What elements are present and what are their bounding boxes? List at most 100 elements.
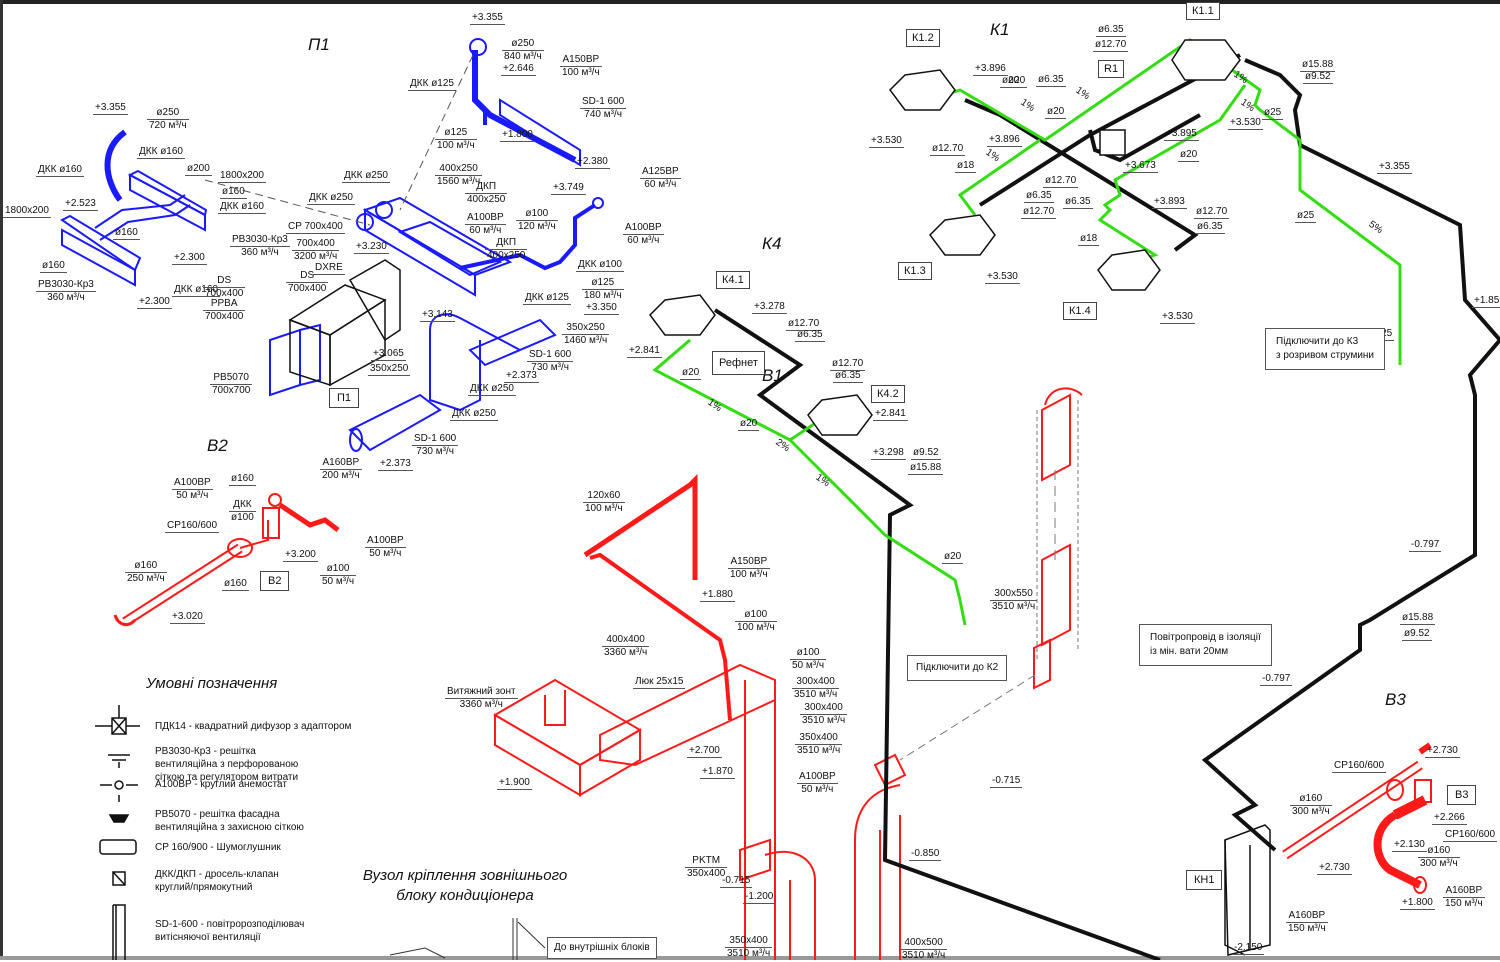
annotation-line2: 3510 м³/ч — [797, 745, 841, 756]
annotation-line2: 50 м³/ч — [801, 784, 834, 795]
annotation-line1: +2.130 — [1392, 839, 1427, 852]
annotation-line2: 150 м³/ч — [1288, 923, 1326, 934]
annotation-line1: 350x400 — [725, 935, 773, 948]
annotation-b2-g: +3.200 — [283, 549, 318, 562]
annotation-line2: 180 м³/ч — [584, 290, 622, 301]
annotation-line1: 700x400 — [292, 238, 340, 251]
annotation-k1-d: +3.896 — [973, 63, 1008, 76]
legend-item-line: вентиляційна з захисною сіткою — [155, 822, 304, 833]
annotation-b1-q: -0.715 — [720, 875, 753, 888]
system-title-b2: В2 — [207, 436, 228, 455]
annotation-line1: ø160 — [1418, 845, 1460, 858]
detail-title: Вузол кріплення зовнішнього блоку кондиц… — [362, 867, 568, 904]
annotation-line2: 700x700 — [212, 385, 251, 396]
annotation-k4-d: +2.841 — [627, 345, 662, 358]
frame-bottom-border — [0, 956, 1500, 960]
annotation-p1-y: +1.800 — [500, 129, 535, 142]
annotation-k1-e: ø20 — [1045, 106, 1067, 119]
annotation-p1-q: +2.300 — [137, 296, 172, 309]
legend-icons — [95, 705, 140, 960]
annotation-p1-m: +2.300 — [172, 252, 207, 265]
annotation-line1: A160BP — [1443, 885, 1485, 898]
annotation-line1: ДКК ø160 — [218, 201, 266, 214]
system-title-k1: К1 — [990, 20, 1010, 39]
ahu-p1 — [288, 259, 401, 387]
annotation-line2: 730 м³/ч — [416, 446, 454, 457]
annotation-line2: 400x250 — [487, 250, 526, 261]
annotation-line1: A150BP — [728, 556, 770, 569]
duct-350x250 — [429, 330, 481, 412]
annotation-line1: ДКК ø250 — [307, 192, 355, 205]
annotation-line1: ø6.35 — [1036, 74, 1066, 87]
facade-grille-rb5070 — [269, 328, 301, 397]
annotation-line1: ø18 — [955, 160, 977, 173]
annotation-p1-bc: ДКК ø250 — [450, 408, 498, 421]
system-title-b3: В3 — [1385, 690, 1406, 709]
annotation-line1: PKTM — [685, 855, 728, 868]
annotation-line2: 700x400 — [288, 283, 327, 294]
annotation-k1-g: ø20 — [1006, 75, 1028, 88]
annotation-line1: ø12.70 — [1194, 206, 1230, 219]
annotation-k4-l: ø15.88 — [908, 462, 944, 475]
tag-r1: R1 — [1098, 60, 1125, 78]
annotation-line1: +3.893 — [1152, 196, 1187, 209]
annotation-line1: +3.143 — [420, 309, 455, 322]
damper-pktm — [739, 838, 771, 882]
annotation-p1-t: +2.646 — [501, 63, 536, 76]
annotation-line1: +3.298 — [871, 447, 906, 460]
annotation-k1-s: ø12.70 — [1021, 206, 1057, 219]
duct-300x550-top — [1041, 393, 1071, 482]
annotation-line1: ø125 — [582, 277, 624, 290]
annotation-line1: ø12.70 — [1093, 39, 1129, 52]
grille-rb3030-left-top — [60, 214, 142, 272]
tag-k1-4: К1.4 — [1063, 302, 1097, 320]
annotation-line2: 300 м³/ч — [1292, 806, 1330, 817]
annotation-p1-ay: 350x250 — [368, 363, 411, 376]
annotation-line1: ø20 — [1045, 106, 1067, 119]
annotation-line2: 3510 м³/ч — [992, 601, 1036, 612]
annotation-line1: +3.895 — [1164, 128, 1199, 141]
annotation-line1: +3.749 — [551, 182, 586, 195]
annotation-line1: Витяжний зонт — [445, 686, 518, 699]
tag-k4-1: К4.1 — [716, 271, 750, 289]
frame-left-border — [0, 0, 3, 960]
unit-k1-3 — [929, 214, 996, 256]
annotation-line1: +3.200 — [283, 549, 318, 562]
legend-item-line: ПДК14 - квадратний дифузор з адаптором — [155, 721, 352, 732]
annotation-line1: SD-1 600 — [527, 349, 574, 362]
annotation-line2: 3510 м³/ч — [902, 950, 946, 961]
annotation-k1-z: ø15.88 — [1300, 59, 1336, 72]
annotation-line1: A100BP — [623, 222, 664, 235]
annotation-line1: ø100 — [790, 647, 827, 660]
annotation-line1: CP160/600 — [165, 520, 220, 533]
annotation-line1: ДКК ø160 — [36, 164, 84, 177]
annotation-line1: ø18 — [1078, 233, 1100, 246]
annotation-line1: -0.797 — [1260, 673, 1293, 686]
annotation-p1-at: +3.350 — [584, 302, 619, 315]
annotation-line1: +1.800 — [1400, 897, 1435, 910]
annotation-line1: +3.530 — [869, 135, 904, 148]
annotation-line1: DS — [286, 270, 329, 283]
annotation-p1-n: ø160 — [40, 260, 67, 273]
annotation-line1: ø20 — [1178, 149, 1200, 162]
annotation-line1: A160BP — [320, 457, 362, 470]
annotation-line1: ø6.35 — [1195, 221, 1225, 234]
legend-item-text: CP 160/900 - Шумоглушник — [155, 841, 281, 854]
annotation-line2: 60 м³/ч — [627, 235, 660, 246]
unit-k1-1 — [1171, 39, 1241, 81]
